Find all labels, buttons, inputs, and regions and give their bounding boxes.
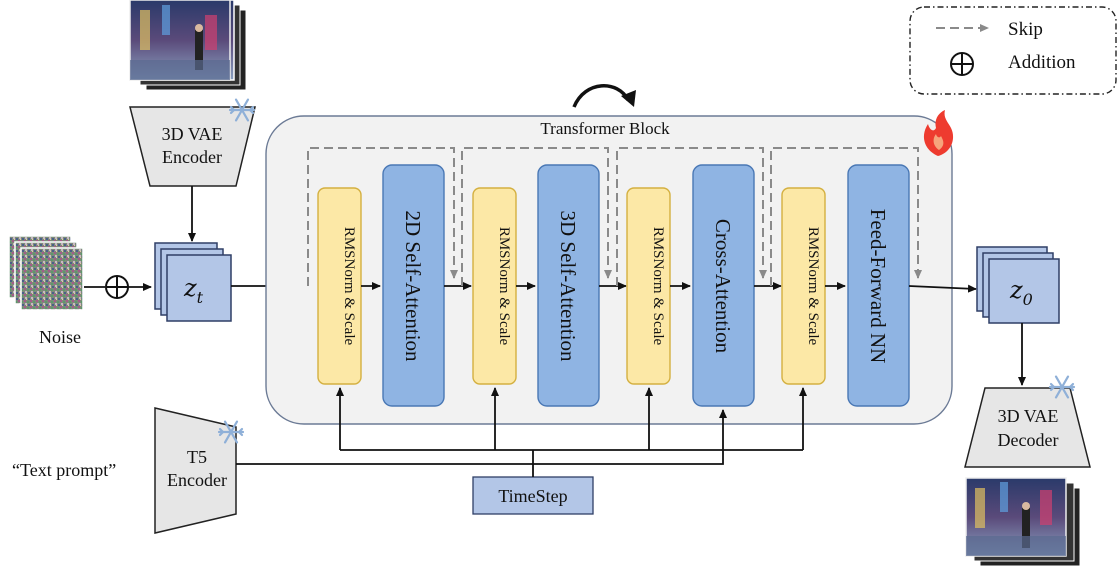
svg-text:z0: z0: [1009, 276, 1033, 309]
z0-base: z: [1009, 276, 1023, 304]
attn-block-3-label: Cross-Attention: [711, 219, 735, 354]
vae-decoder: 3D VAE Decoder: [964, 375, 1091, 468]
snowflake-icon: [1048, 375, 1076, 399]
timestep-label: TimeStep: [498, 486, 567, 506]
noise-label: Noise: [39, 327, 81, 347]
skip-path-2: [461, 147, 612, 286]
vae-encoder-line1: 3D VAE: [162, 124, 223, 144]
skip-path-3: [616, 147, 767, 286]
vae-decoder-line1: 3D VAE: [998, 406, 1059, 426]
vae-decoder-line2: Decoder: [998, 430, 1059, 450]
t5-encoder: T5 Encoder: [154, 407, 245, 534]
skip-legend-label: Skip: [1008, 19, 1043, 40]
t5-line1: T5: [187, 447, 207, 467]
t5-to-cross-attention: [236, 409, 727, 465]
attn-block-1-label: 2D Self-Attention: [401, 210, 425, 362]
legend: Skip Addition: [909, 6, 1117, 95]
rmsnorm-1-label: RMSNorm & Scale: [341, 227, 357, 346]
text-prompt: “Text prompt”: [12, 460, 116, 480]
transformer-title: Transformer Block: [540, 119, 670, 138]
rmsnorm-4-label: RMSNorm & Scale: [805, 227, 821, 346]
output-video-frames: [965, 477, 1081, 567]
skip-path-4: [770, 147, 922, 286]
rmsnorm-2-label: RMSNorm & Scale: [496, 227, 512, 346]
z0-sub: 0: [1023, 290, 1033, 309]
attn-block-2-label: 3D Self-Attention: [556, 210, 580, 362]
latent-zt: zt: [154, 242, 232, 322]
rotate-arrow-icon: [572, 84, 636, 108]
snowflake-icon: [217, 420, 245, 444]
attn-block-4: [847, 164, 910, 407]
zt-sub: t: [197, 288, 204, 307]
noise-stack: [8, 235, 84, 311]
flame-icon: [923, 110, 954, 156]
timestep-connectors: [336, 387, 807, 477]
zt-base: z: [183, 274, 197, 302]
t5-line2: Encoder: [167, 470, 227, 490]
block-to-z0-arrow: [908, 284, 977, 293]
transformer-block: Transformer Block RMSNorm & Scale 2D Sel…: [265, 84, 954, 425]
vae-encoder: 3D VAE Encoder: [129, 98, 256, 187]
rmsnorm-3-label: RMSNorm & Scale: [650, 227, 666, 346]
input-video-frames: [129, 0, 247, 91]
vae-encoder-line2: Encoder: [162, 147, 222, 167]
latent-z0: z0: [976, 246, 1060, 324]
plus-circle-icon: [950, 52, 974, 76]
snowflake-icon: [228, 98, 256, 122]
skip-path-1: [307, 147, 458, 286]
plus-circle-icon: [105, 275, 129, 299]
svg-text:zt: zt: [183, 274, 204, 307]
addition-legend-label: Addition: [1008, 52, 1076, 73]
attn-block-4-label: Feed-Forward NN: [866, 209, 890, 364]
